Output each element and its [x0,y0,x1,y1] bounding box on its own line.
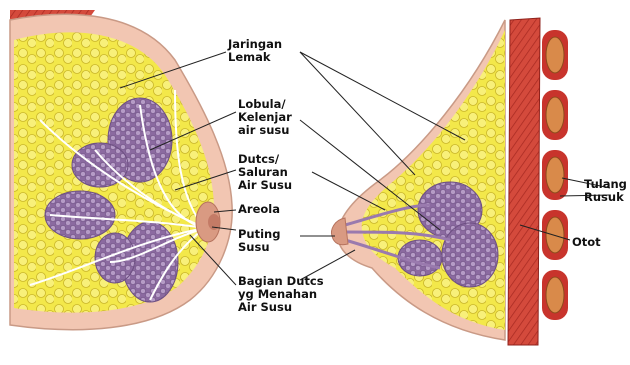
label-tulang-rusuk: Tulang Rusuk [584,178,627,204]
rib-bone [546,97,564,133]
lobule [72,143,128,187]
label-lobula: Lobula/ Kelenjar air susu [238,98,292,137]
label-bagian-dutcs: Bagian Dutcs yg Menahan Air Susu [238,275,324,314]
label-dutcs: Dutcs/ Saluran Air Susu [238,153,292,192]
side-view [332,18,568,345]
rib-bone [546,157,564,193]
label-puting-susu: Puting Susu [238,228,280,254]
front-view [10,10,232,330]
label-areola: Areola [238,203,280,216]
lobule [442,223,498,287]
rib-bone [546,277,564,313]
side-nipple [332,218,348,245]
side-muscle [508,18,540,345]
leader-jaringan-lemak-side-1 [300,52,415,175]
label-jaringan-lemak: Jaringan Lemak [228,38,282,64]
leader-jaringan-lemak-side-2 [300,52,465,140]
side-ribs [542,30,568,320]
label-otot: Otot [572,236,601,249]
rib-bone [546,37,564,73]
